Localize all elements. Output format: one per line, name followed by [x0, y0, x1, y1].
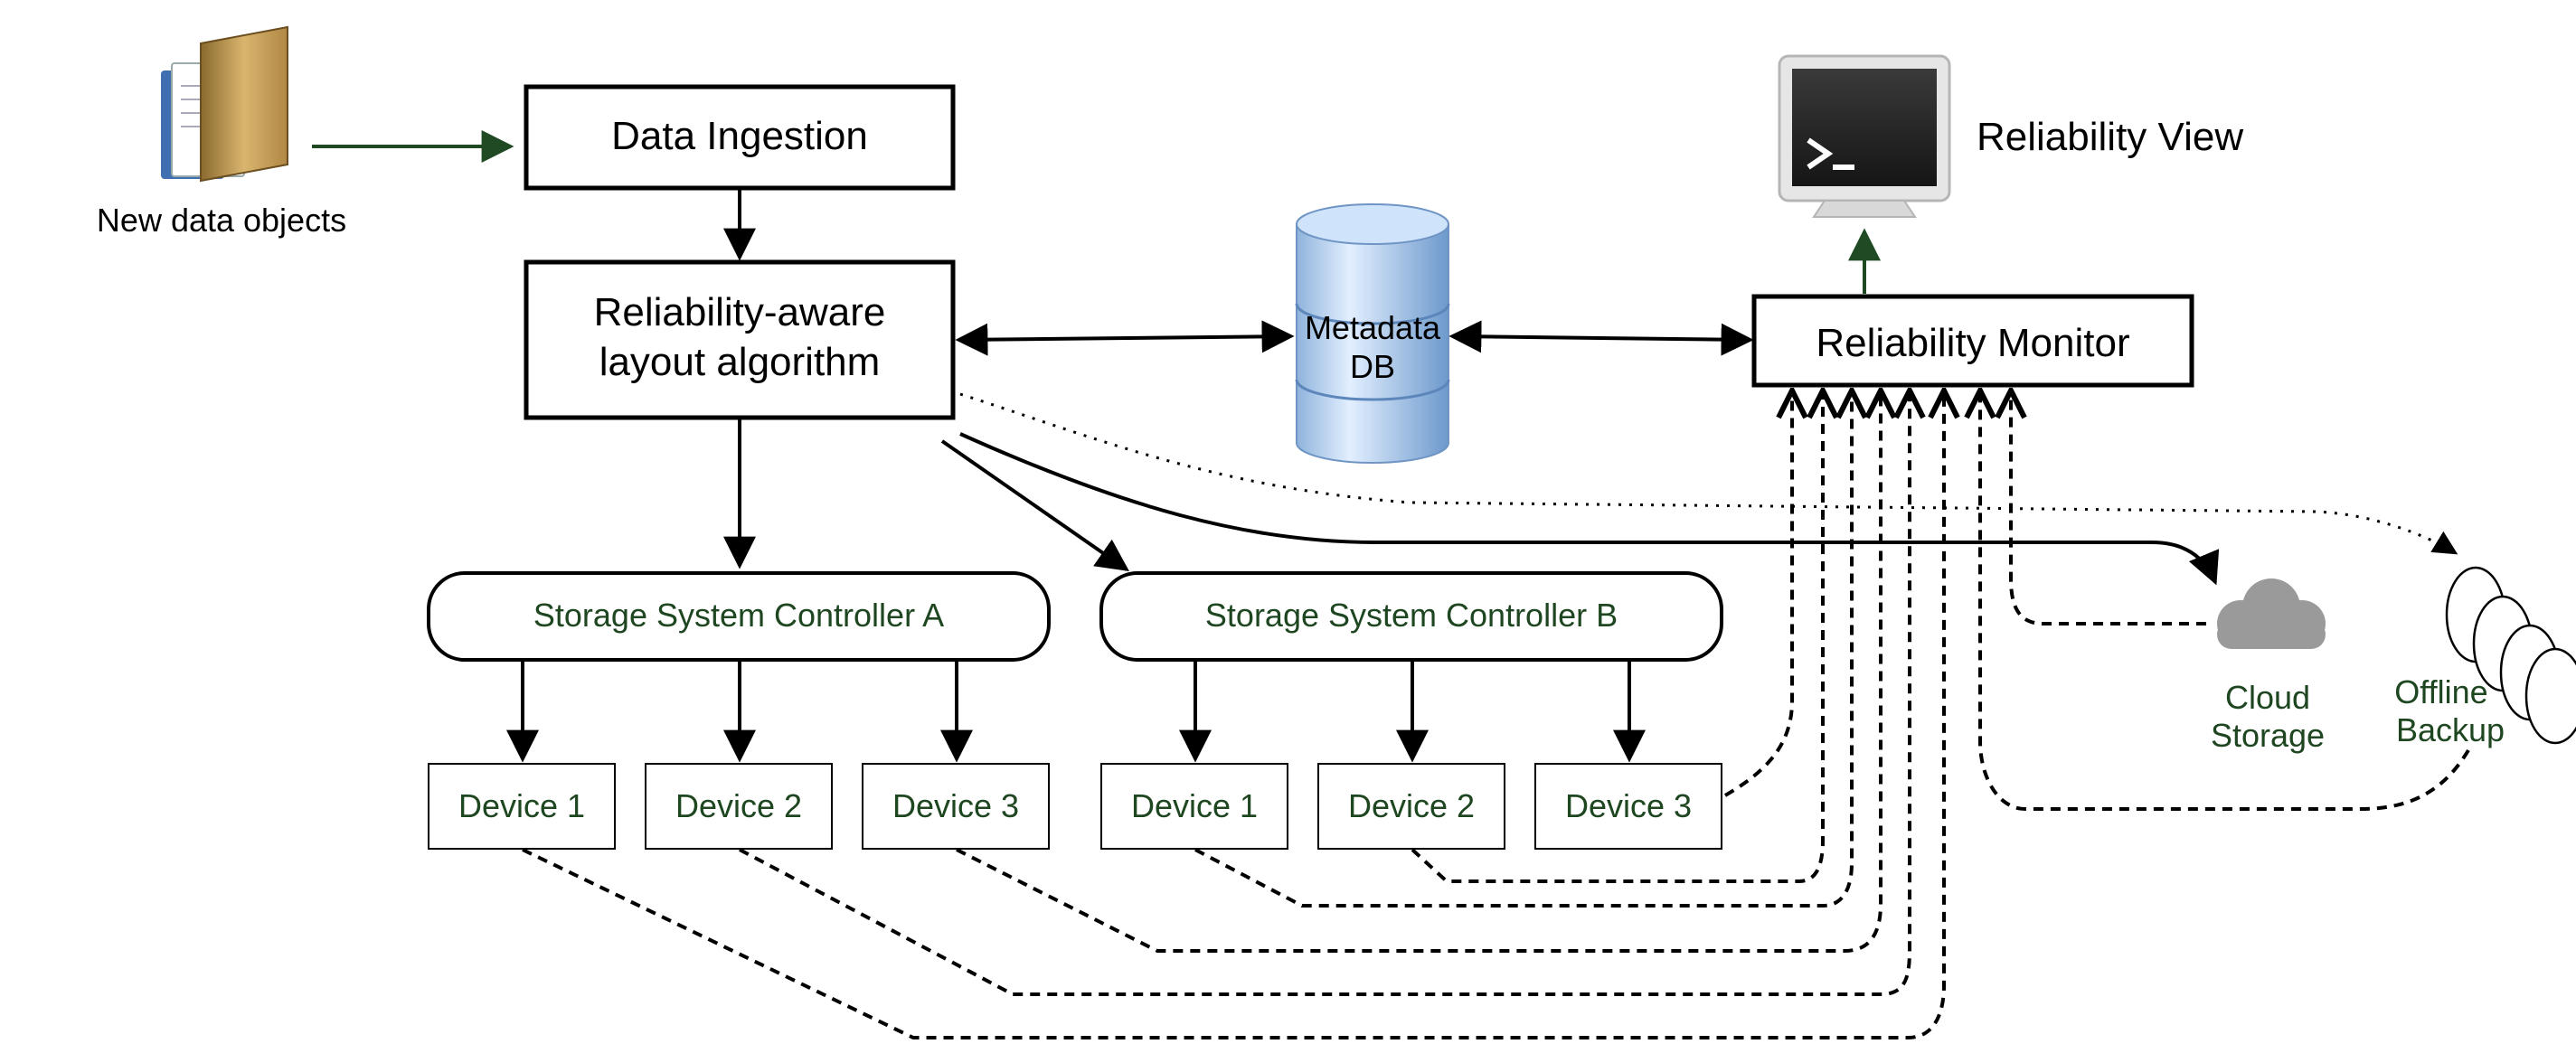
- database-icon: [1295, 203, 1450, 464]
- layout-to-backup-arrow: [959, 392, 2458, 555]
- device-box-b2: [1317, 763, 1505, 850]
- metadata-line2: DB: [1350, 348, 1395, 385]
- device-box-a2: [645, 763, 833, 850]
- controller-b-box: [1099, 571, 1723, 662]
- folder-icon: [161, 25, 288, 183]
- reliability-view-label: Reliability View: [1977, 115, 2243, 159]
- device-label-b2: Device 2: [1348, 787, 1475, 824]
- cloud-icon: [2217, 578, 2326, 649]
- controller-device-arrows: [506, 662, 1646, 763]
- monitor-link-device-b3: [1724, 390, 1792, 797]
- device-box-a1: [428, 763, 616, 850]
- device-label-a2: Device 2: [675, 787, 802, 824]
- backup-line2: Backup: [2396, 711, 2505, 748]
- device-label-a1: Device 1: [458, 787, 585, 824]
- monitor-link-device-a3: [956, 390, 1881, 953]
- monitor-link-device-a1: [522, 390, 1944, 1039]
- layout-algorithm-box: [524, 259, 956, 420]
- layout-to-cloud-arrow: [959, 432, 2220, 586]
- monitor-link-backup: [1980, 390, 2470, 811]
- controller-a-box: [427, 571, 1051, 662]
- data-ingestion-box: [524, 84, 956, 191]
- monitor-link-device-b1: [1194, 390, 1852, 908]
- layout-metadata-arrow: [955, 320, 1295, 356]
- terminal-monitor-icon: [1778, 54, 1951, 218]
- metadata-line1: Metadata: [1305, 309, 1441, 346]
- monitor-link-device-a2: [739, 390, 1910, 996]
- device-label-a3: Device 3: [892, 787, 1019, 824]
- device-box-b1: [1100, 763, 1288, 850]
- cloud-line2: Storage: [2211, 717, 2325, 754]
- device-box-a3: [862, 763, 1050, 850]
- layout-algorithm-line2: layout algorithm: [599, 340, 881, 384]
- layout-to-controller-b-arrow: [940, 439, 1129, 572]
- device-box-b3: [1534, 763, 1722, 850]
- reliability-monitor-label: Reliability Monitor: [1816, 321, 2129, 365]
- monitor-link-device-b2: [1411, 390, 1823, 883]
- source-label: New data objects: [97, 202, 346, 239]
- controller-a-label: Storage System Controller A: [533, 597, 944, 634]
- data-ingestion-label: Data Ingestion: [611, 114, 868, 158]
- reliability-monitor-box: [1751, 294, 2194, 388]
- monitoring-links: [522, 390, 2470, 1039]
- backup-line1: Offline: [2394, 673, 2487, 710]
- metadata-monitor-arrow: [1448, 320, 1754, 356]
- tape-reels-icon: [2445, 566, 2576, 745]
- device-label-b3: Device 3: [1565, 787, 1692, 824]
- layout-algorithm-line1: Reliability-aware: [594, 290, 886, 334]
- cloud-line1: Cloud: [2225, 679, 2310, 716]
- controller-b-label: Storage System Controller B: [1205, 597, 1618, 634]
- device-label-b1: Device 1: [1131, 787, 1258, 824]
- monitor-link-cloud: [2011, 390, 2206, 625]
